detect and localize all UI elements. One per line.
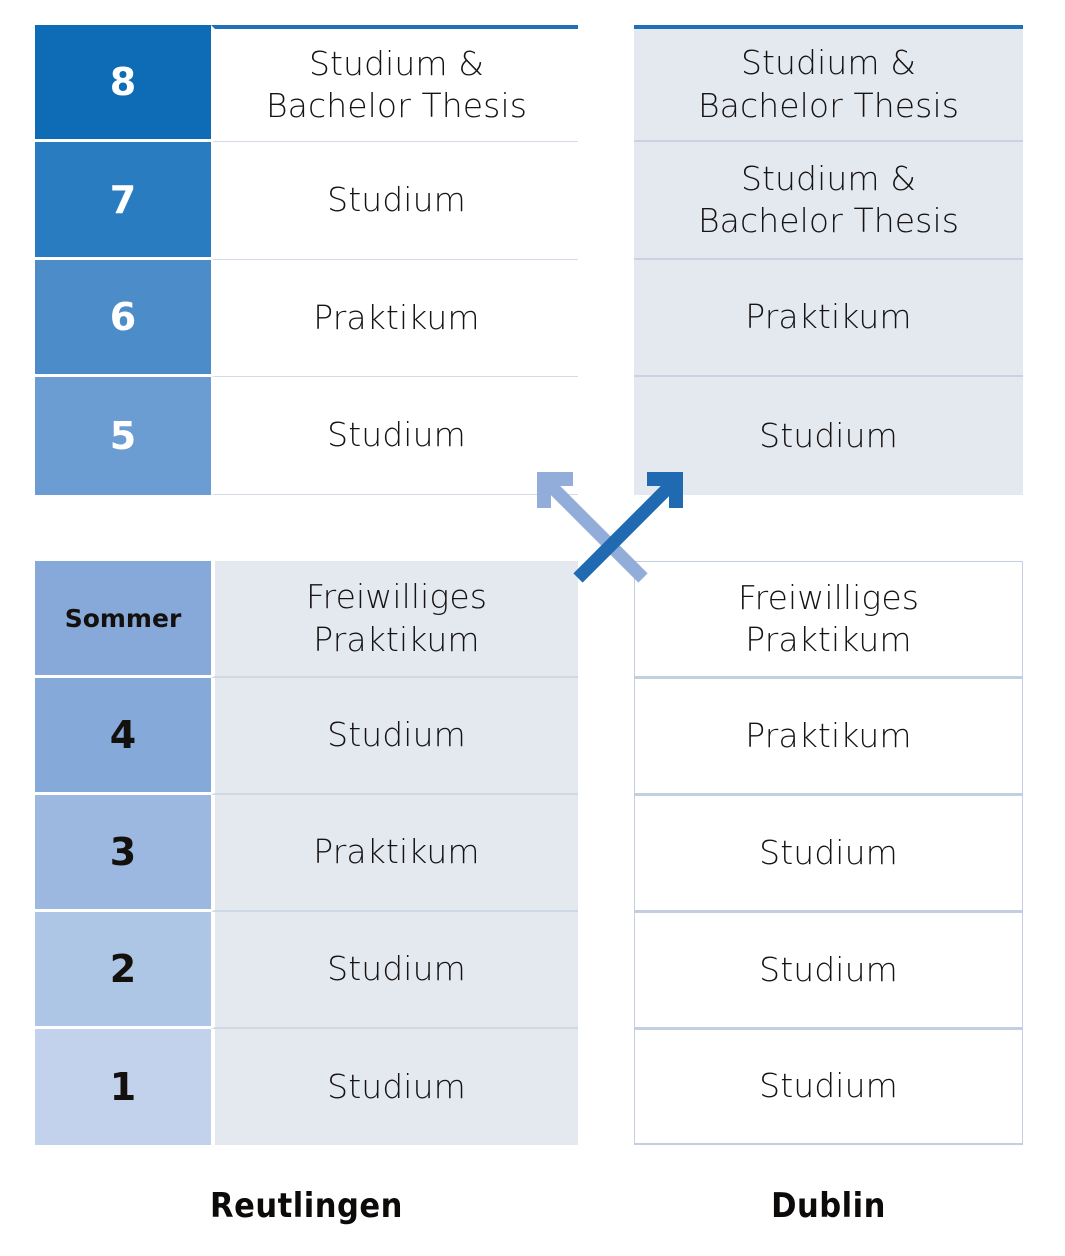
activity-cell: Praktikum [634, 260, 1023, 377]
activity-cell: Studium &Bachelor Thesis [634, 25, 1023, 142]
activity-cell: Studium [211, 1029, 578, 1145]
semester-number-2: 2 [35, 912, 211, 1029]
semester-number-4: 4 [35, 678, 211, 795]
table-row: Studium &Bachelor Thesis [634, 25, 1023, 142]
table-row: Studium &Bachelor Thesis [634, 142, 1023, 260]
column-label-dublin: Dublin [771, 1186, 886, 1226]
column-label-reutlingen: Reutlingen [210, 1186, 403, 1226]
table-row: Studium [634, 795, 1023, 912]
activity-cell: Studium [634, 795, 1023, 912]
semester-number-5: 5 [35, 377, 211, 495]
semester-number-7: 7 [35, 142, 211, 260]
activity-cell: Studium &Bachelor Thesis [634, 142, 1023, 260]
activity-cell: Praktikum [634, 678, 1023, 795]
activity-cell: Studium [211, 678, 578, 795]
table-row: Studium [634, 1029, 1023, 1145]
activity-cell: Studium [211, 142, 578, 260]
activity-cell: Studium &Bachelor Thesis [211, 25, 578, 142]
table-row: Studium [634, 912, 1023, 1029]
table-row: Studium [634, 377, 1023, 495]
activity-cell: Studium [634, 1029, 1023, 1145]
semester-number-6: 6 [35, 260, 211, 377]
activity-cell: Studium [634, 377, 1023, 495]
semester-label-sommer: Sommer [35, 561, 211, 678]
semester-number-8: 8 [35, 25, 211, 142]
activity-cell: Studium [211, 377, 578, 495]
activity-cell: Praktikum [211, 260, 578, 377]
activity-cell: Praktikum [211, 795, 578, 912]
table-row: Praktikum [634, 260, 1023, 377]
semester-number-3: 3 [35, 795, 211, 912]
activity-cell: Studium [634, 912, 1023, 1029]
activity-cell: Studium [211, 912, 578, 1029]
table-row: Praktikum [634, 678, 1023, 795]
semester-number-1: 1 [35, 1029, 211, 1145]
